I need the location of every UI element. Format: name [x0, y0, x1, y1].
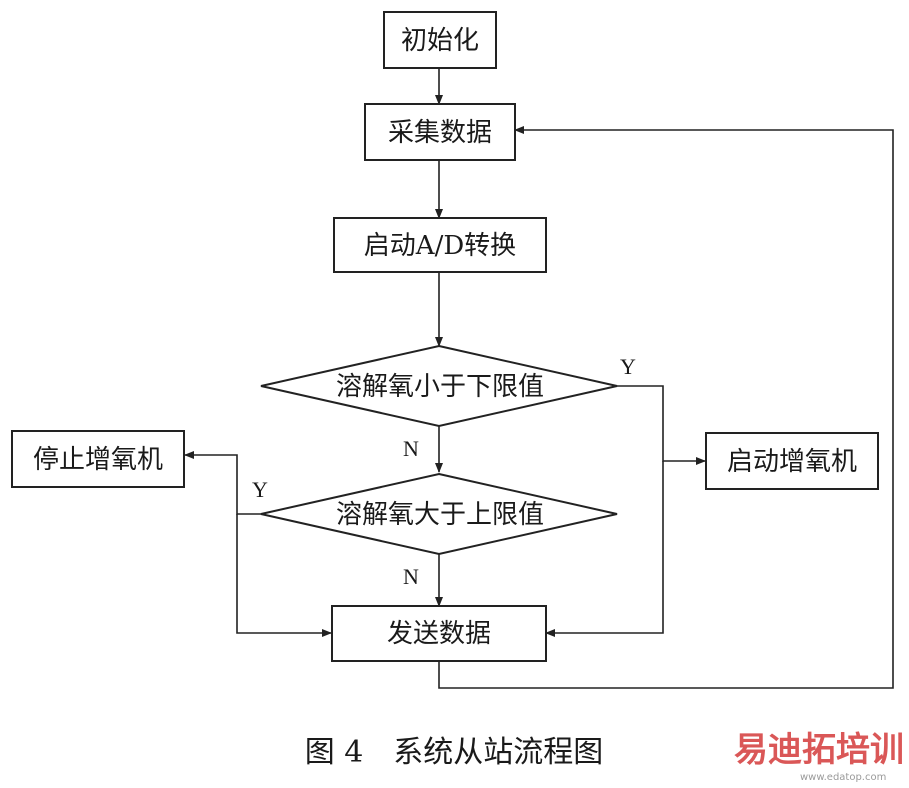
node-start-aerator: 启动增氧机: [705, 432, 879, 490]
label-low-no: N: [403, 436, 419, 461]
node-start-ad: 启动A/D转换: [333, 217, 547, 273]
decision-check-high: 溶解氧大于上限值: [260, 472, 618, 556]
arrow-high-yes-to-send: [236, 514, 332, 637]
arrow-send-loop-to-collect: [438, 126, 894, 689]
label-high-yes: Y: [252, 477, 268, 502]
node-send: 发送数据: [331, 605, 547, 662]
arrow-low-yes-to-start-aerator: [617, 385, 706, 465]
node-stop-aerator: 停止增氧机: [11, 430, 185, 488]
decision-check-low: 溶解氧小于下限值: [260, 344, 618, 428]
figure-caption: 图 4 系统从站流程图: [305, 735, 604, 770]
node-start-ad-label: 启动A/D转换: [364, 231, 516, 261]
connectors: [184, 68, 894, 689]
svg-text:www.edatop.com: www.edatop.com: [800, 772, 886, 783]
decision-check-high-label: 溶解氧大于上限值: [336, 500, 544, 530]
node-stop-aerator-label: 停止增氧机: [33, 445, 163, 475]
node-collect-label: 采集数据: [388, 118, 492, 148]
svg-text:易迪拓培训: 易迪拓培训: [734, 730, 904, 770]
node-send-label: 发送数据: [387, 619, 491, 649]
node-init-label: 初始化: [401, 26, 479, 56]
arrow-high-yes-to-stop-aerator: [184, 451, 261, 515]
watermark-logo: 易迪拓培训 www.edatop.com: [734, 730, 904, 783]
decision-check-low-label: 溶解氧小于下限值: [336, 372, 544, 402]
label-low-yes: Y: [620, 354, 636, 379]
node-collect: 采集数据: [364, 103, 516, 161]
label-high-no: N: [403, 564, 419, 589]
node-start-aerator-label: 启动增氧机: [727, 447, 857, 477]
node-init: 初始化: [383, 11, 497, 69]
arrow-low-yes-to-send: [545, 461, 664, 637]
